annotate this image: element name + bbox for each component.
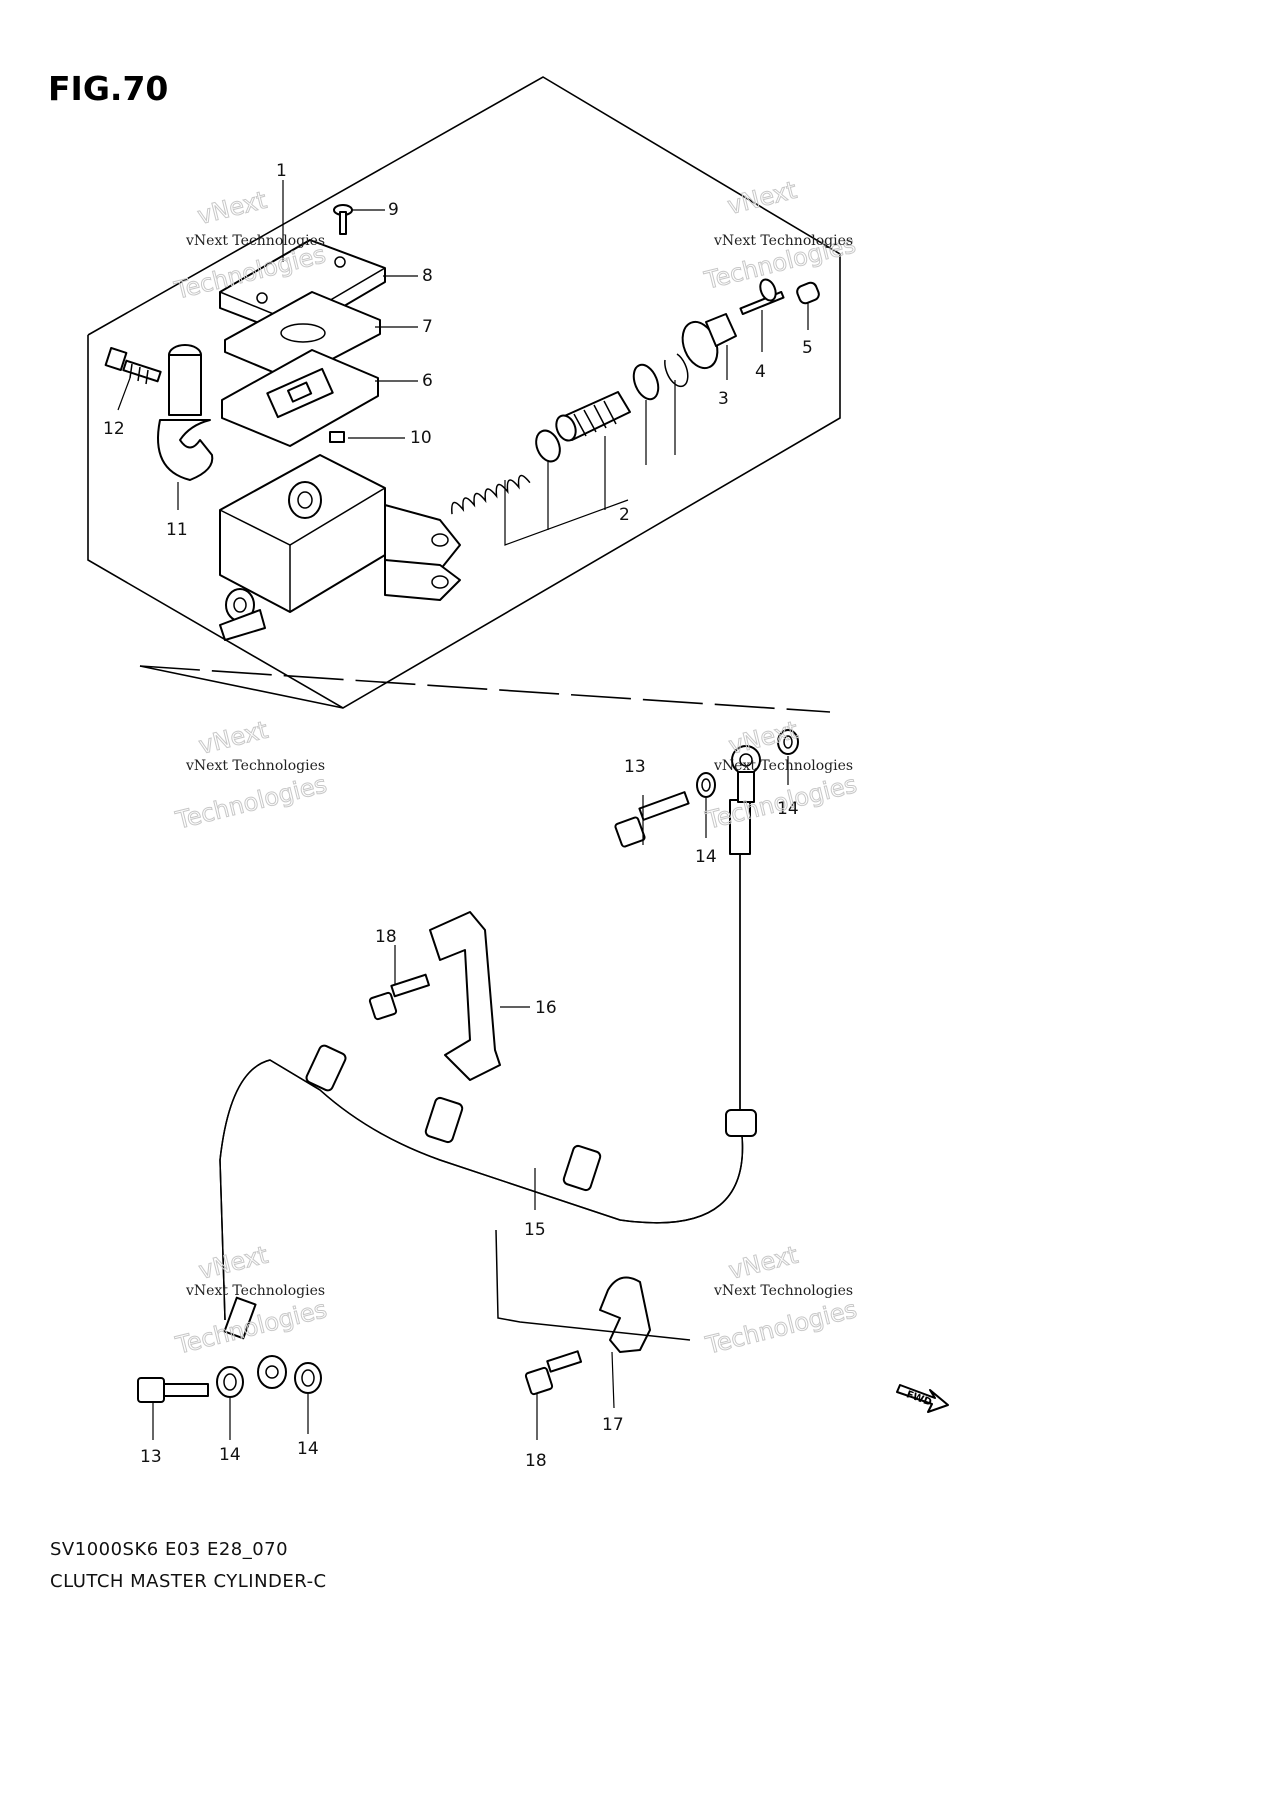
svg-text:Technologies: Technologies bbox=[172, 770, 329, 835]
callout-9: 9 bbox=[388, 200, 399, 220]
callout-7: 7 bbox=[422, 317, 433, 337]
svg-text:vNext: vNext bbox=[725, 176, 800, 220]
svg-text:Technologies: Technologies bbox=[702, 770, 859, 835]
spring-seat bbox=[535, 429, 561, 463]
gasket-upper-b bbox=[777, 729, 799, 755]
cap-screw-part-9 bbox=[333, 204, 353, 235]
assembly-box-outline bbox=[87, 76, 841, 713]
diaphragm-part-6 bbox=[221, 349, 379, 447]
callout-2: 2 bbox=[619, 505, 630, 525]
union-bolt-lower-part-13 bbox=[137, 1377, 209, 1403]
fwd-label: FWD bbox=[905, 1389, 933, 1408]
callout-16: 16 bbox=[535, 998, 557, 1018]
callout-10: 10 bbox=[410, 428, 432, 448]
watermark-text-bottom-left: vNext Technologies bbox=[185, 1283, 325, 1299]
callout-14-lower-b: 14 bbox=[297, 1439, 319, 1459]
callout-13-lower: 13 bbox=[140, 1447, 162, 1467]
hose-clamp-part-17 bbox=[495, 1229, 691, 1353]
gasket-lower-b bbox=[294, 1362, 322, 1394]
watermark-text-top-left: vNext Technologies bbox=[185, 233, 325, 249]
part-2-bracket bbox=[504, 380, 676, 546]
clamp-bolt-part-12 bbox=[104, 346, 162, 385]
bolt-part-18-lower bbox=[524, 1350, 583, 1396]
clutch-hose-part-15 bbox=[219, 799, 757, 1321]
callout-3: 3 bbox=[718, 389, 729, 409]
piston bbox=[555, 391, 631, 442]
callout-1: 1 bbox=[276, 161, 287, 181]
push-rod-part-4 bbox=[739, 278, 785, 316]
lower-banjo-fitting bbox=[223, 1296, 287, 1389]
callout-5: 5 bbox=[802, 338, 813, 358]
callout-17: 17 bbox=[602, 1415, 624, 1435]
small-clip-part-10 bbox=[329, 431, 345, 443]
diaphragm-plate-part-7 bbox=[224, 291, 381, 381]
callout-18-upper: 18 bbox=[375, 927, 397, 947]
clamp-holder-part-11 bbox=[157, 344, 214, 481]
watermark-text-mid-right: vNext Technologies bbox=[713, 758, 853, 774]
bolt-part-18-upper bbox=[368, 973, 430, 1021]
return-spring bbox=[451, 474, 531, 515]
watermark-top-right: vNext Technologies bbox=[701, 175, 859, 295]
gasket-lower-a bbox=[216, 1366, 244, 1398]
callout-15: 15 bbox=[524, 1220, 546, 1240]
upper-banjo-fitting bbox=[731, 745, 761, 803]
figure-name: CLUTCH MASTER CYLINDER-C bbox=[50, 1571, 327, 1592]
cup-seal bbox=[632, 363, 660, 401]
callout-8: 8 bbox=[422, 266, 433, 286]
callout-13-upper: 13 bbox=[624, 757, 646, 777]
callout-labels: 1 9 8 7 6 10 12 11 2 3 4 5 13 14 14 18 1… bbox=[103, 161, 813, 1471]
callout-6: 6 bbox=[422, 371, 433, 391]
boot-part-3 bbox=[681, 313, 737, 370]
cylinder-body bbox=[219, 454, 461, 641]
hose-guide-part-16 bbox=[429, 911, 501, 1081]
rod-end-part-5 bbox=[796, 281, 820, 305]
svg-text:Technologies: Technologies bbox=[702, 1295, 859, 1360]
watermark-text-top-right: vNext Technologies bbox=[713, 233, 853, 249]
gasket-upper-a bbox=[696, 772, 716, 798]
callout-11: 11 bbox=[166, 520, 188, 540]
callout-14-lower-a: 14 bbox=[219, 1445, 241, 1465]
figure-title: FIG.70 bbox=[48, 69, 168, 108]
leader-lines bbox=[117, 180, 809, 1440]
callout-4: 4 bbox=[755, 362, 766, 382]
union-bolt-upper-part-13 bbox=[614, 791, 690, 848]
svg-text:vNext: vNext bbox=[196, 1241, 271, 1285]
watermark-text-bottom-right: vNext Technologies bbox=[713, 1283, 853, 1299]
callout-14-upper-a: 14 bbox=[695, 847, 717, 867]
watermark-text-mid-left: vNext Technologies bbox=[185, 758, 325, 774]
svg-text:vNext: vNext bbox=[196, 716, 271, 760]
svg-text:vNext: vNext bbox=[726, 1241, 801, 1285]
forward-arrow-icon: FWD bbox=[896, 1384, 949, 1413]
svg-text:vNext: vNext bbox=[195, 186, 270, 230]
circlip bbox=[664, 353, 689, 388]
callout-18-lower: 18 bbox=[525, 1451, 547, 1471]
callout-14-upper-b: 14 bbox=[777, 799, 799, 819]
callout-12: 12 bbox=[103, 419, 125, 439]
figure-code: SV1000SK6 E03 E28_070 bbox=[50, 1539, 288, 1560]
